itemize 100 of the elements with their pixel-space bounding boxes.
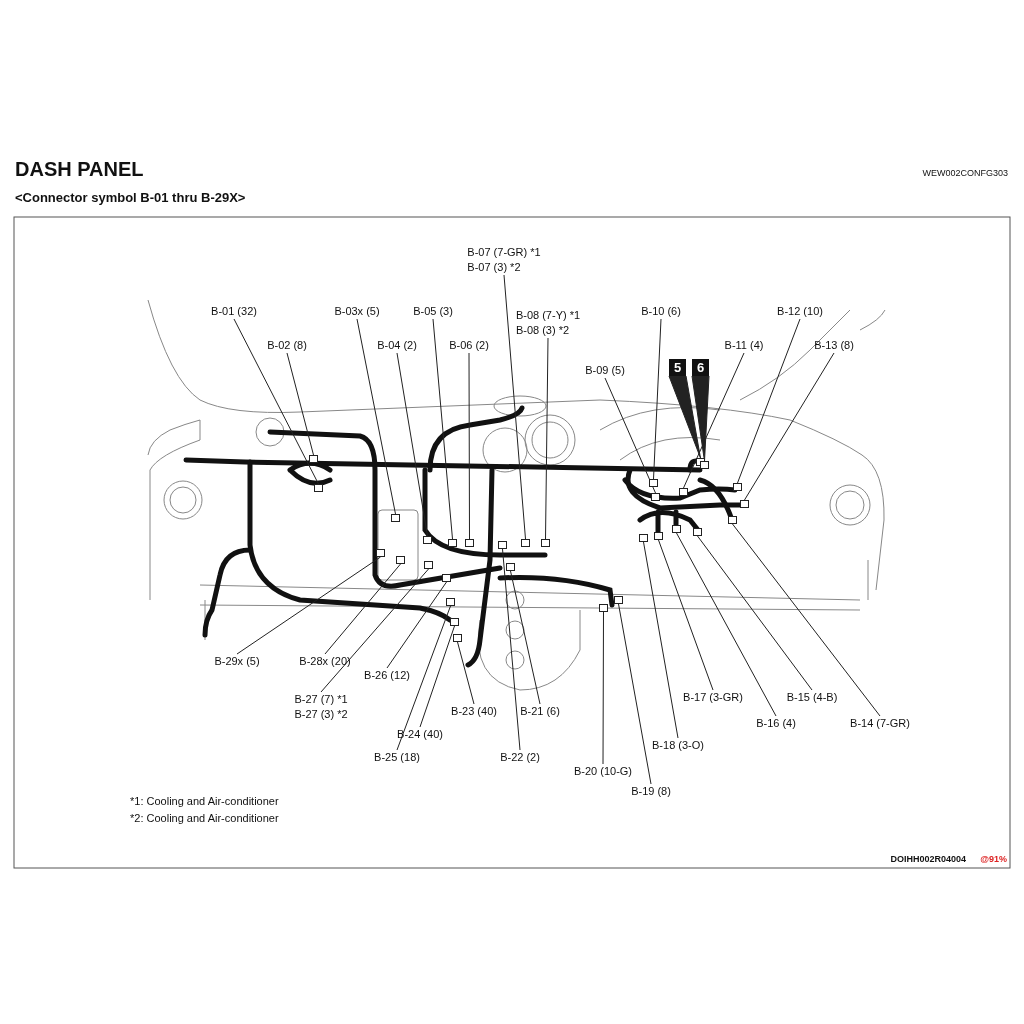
connector-symbol	[395, 556, 405, 564]
leader-line	[697, 535, 813, 691]
connector-label: B-07 (7-GR) *1	[467, 245, 541, 260]
connector-symbol	[613, 596, 623, 604]
connector-symbol	[452, 634, 462, 642]
connector-symbol	[692, 528, 702, 536]
connector-symbol	[308, 455, 318, 463]
connector-label: B-05 (3)	[413, 304, 453, 319]
footnote: *2: Cooling and Air-conditioner	[130, 812, 279, 824]
leader-line	[744, 352, 835, 501]
leader-line	[236, 556, 381, 655]
leader-line	[737, 318, 801, 484]
connector-symbol	[449, 618, 459, 626]
connector-symbol	[520, 539, 530, 547]
connector-label: B-22 (2)	[500, 750, 540, 765]
connector-label: B-11 (4)	[724, 338, 764, 353]
connector-symbol	[422, 536, 432, 544]
connector-label: B-18 (3-O)	[652, 738, 704, 753]
connector-label: B-16 (4)	[756, 716, 796, 731]
footnote: *1: Cooling and Air-conditioner	[130, 795, 279, 807]
connector-symbol	[423, 561, 433, 569]
leader-line	[324, 563, 401, 655]
connector-label: B-19 (8)	[631, 784, 671, 799]
connector-symbol	[699, 461, 709, 469]
connector-symbol	[445, 598, 455, 606]
connector-label: B-29x (5)	[214, 654, 260, 669]
connector-label: B-25 (18)	[374, 750, 420, 765]
leader-line	[432, 318, 453, 540]
leader-line	[356, 318, 396, 515]
connector-label: B-13 (8)	[814, 338, 854, 353]
connector-label: B-04 (2)	[377, 338, 417, 353]
leader-line	[676, 532, 777, 717]
leader-line	[653, 318, 662, 480]
connector-label: B-15 (4-B)	[786, 690, 838, 705]
leader-line	[683, 352, 745, 489]
connector-label: B-26 (12)	[364, 668, 410, 683]
connector-symbol	[497, 541, 507, 549]
connector-label: B-23 (40)	[451, 704, 497, 719]
connector-label: B-27 (7) *1	[294, 692, 348, 707]
connector-symbol	[727, 516, 737, 524]
connector-label: B-17 (3-GR)	[683, 690, 743, 705]
connector-label: B-06 (2)	[449, 338, 489, 353]
connector-label: B-28x (20)	[299, 654, 351, 669]
connector-symbol	[653, 532, 663, 540]
leader-line	[658, 539, 714, 691]
connector-symbol	[390, 514, 400, 522]
figure-code: DOIHH002R04004	[890, 854, 966, 864]
connector-symbol	[648, 479, 658, 487]
connector-symbol	[650, 493, 660, 501]
callout-number: 6	[692, 359, 709, 376]
connector-symbol	[732, 483, 742, 491]
connector-label: B-27 (3) *2	[294, 707, 348, 722]
connector-symbol	[313, 484, 323, 492]
connector-symbol	[464, 539, 474, 547]
connector-label: B-01 (32)	[211, 304, 257, 319]
connector-symbol	[678, 488, 688, 496]
connector-symbol	[598, 604, 608, 612]
page-title: DASH PANEL	[15, 158, 144, 181]
leader-line	[545, 337, 549, 540]
leader-line	[386, 581, 447, 669]
leader-line	[233, 318, 319, 485]
connector-symbol	[505, 563, 515, 571]
connector-symbol	[638, 534, 648, 542]
leader-line	[286, 352, 314, 456]
connector-label: B-03x (5)	[334, 304, 380, 319]
leader-line	[510, 570, 541, 705]
connector-symbol	[739, 500, 749, 508]
leader-line	[396, 605, 451, 751]
connector-label: B-14 (7-GR)	[850, 716, 910, 731]
connector-label: B-09 (5)	[585, 363, 625, 378]
connector-label: B-20 (10-G)	[573, 764, 633, 779]
connector-symbol	[447, 539, 457, 547]
leader-line	[396, 352, 428, 537]
connector-symbol	[540, 539, 550, 547]
callout-pointer	[668, 375, 701, 459]
connector-symbol	[375, 549, 385, 557]
leader-line	[503, 274, 526, 540]
connector-label: B-12 (10)	[777, 304, 823, 319]
connector-label: B-24 (40)	[397, 727, 443, 742]
leader-line	[732, 523, 881, 717]
leader-line	[643, 541, 679, 739]
leader-line	[457, 641, 475, 705]
connector-label: B-10 (6)	[641, 304, 681, 319]
leader-line	[602, 611, 604, 765]
leader-line	[618, 603, 652, 785]
leader-line	[502, 548, 521, 751]
leader-line	[468, 352, 470, 540]
connector-symbol	[441, 574, 451, 582]
connector-symbol	[671, 525, 681, 533]
callout-number: 5	[669, 359, 686, 376]
leader-line	[419, 625, 455, 728]
connector-label: B-08 (3) *2	[515, 323, 571, 338]
connector-label: B-21 (6)	[520, 704, 560, 719]
document-code: WEW002CONFG303	[922, 168, 1008, 178]
percentage-mark: @91%	[980, 854, 1007, 864]
subtitle: <Connector symbol B-01 thru B-29X>	[15, 190, 246, 205]
connector-label: B-02 (8)	[267, 338, 307, 353]
connector-label: B-07 (3) *2	[467, 260, 522, 275]
leader-line	[604, 377, 656, 494]
leader-line	[320, 568, 429, 693]
